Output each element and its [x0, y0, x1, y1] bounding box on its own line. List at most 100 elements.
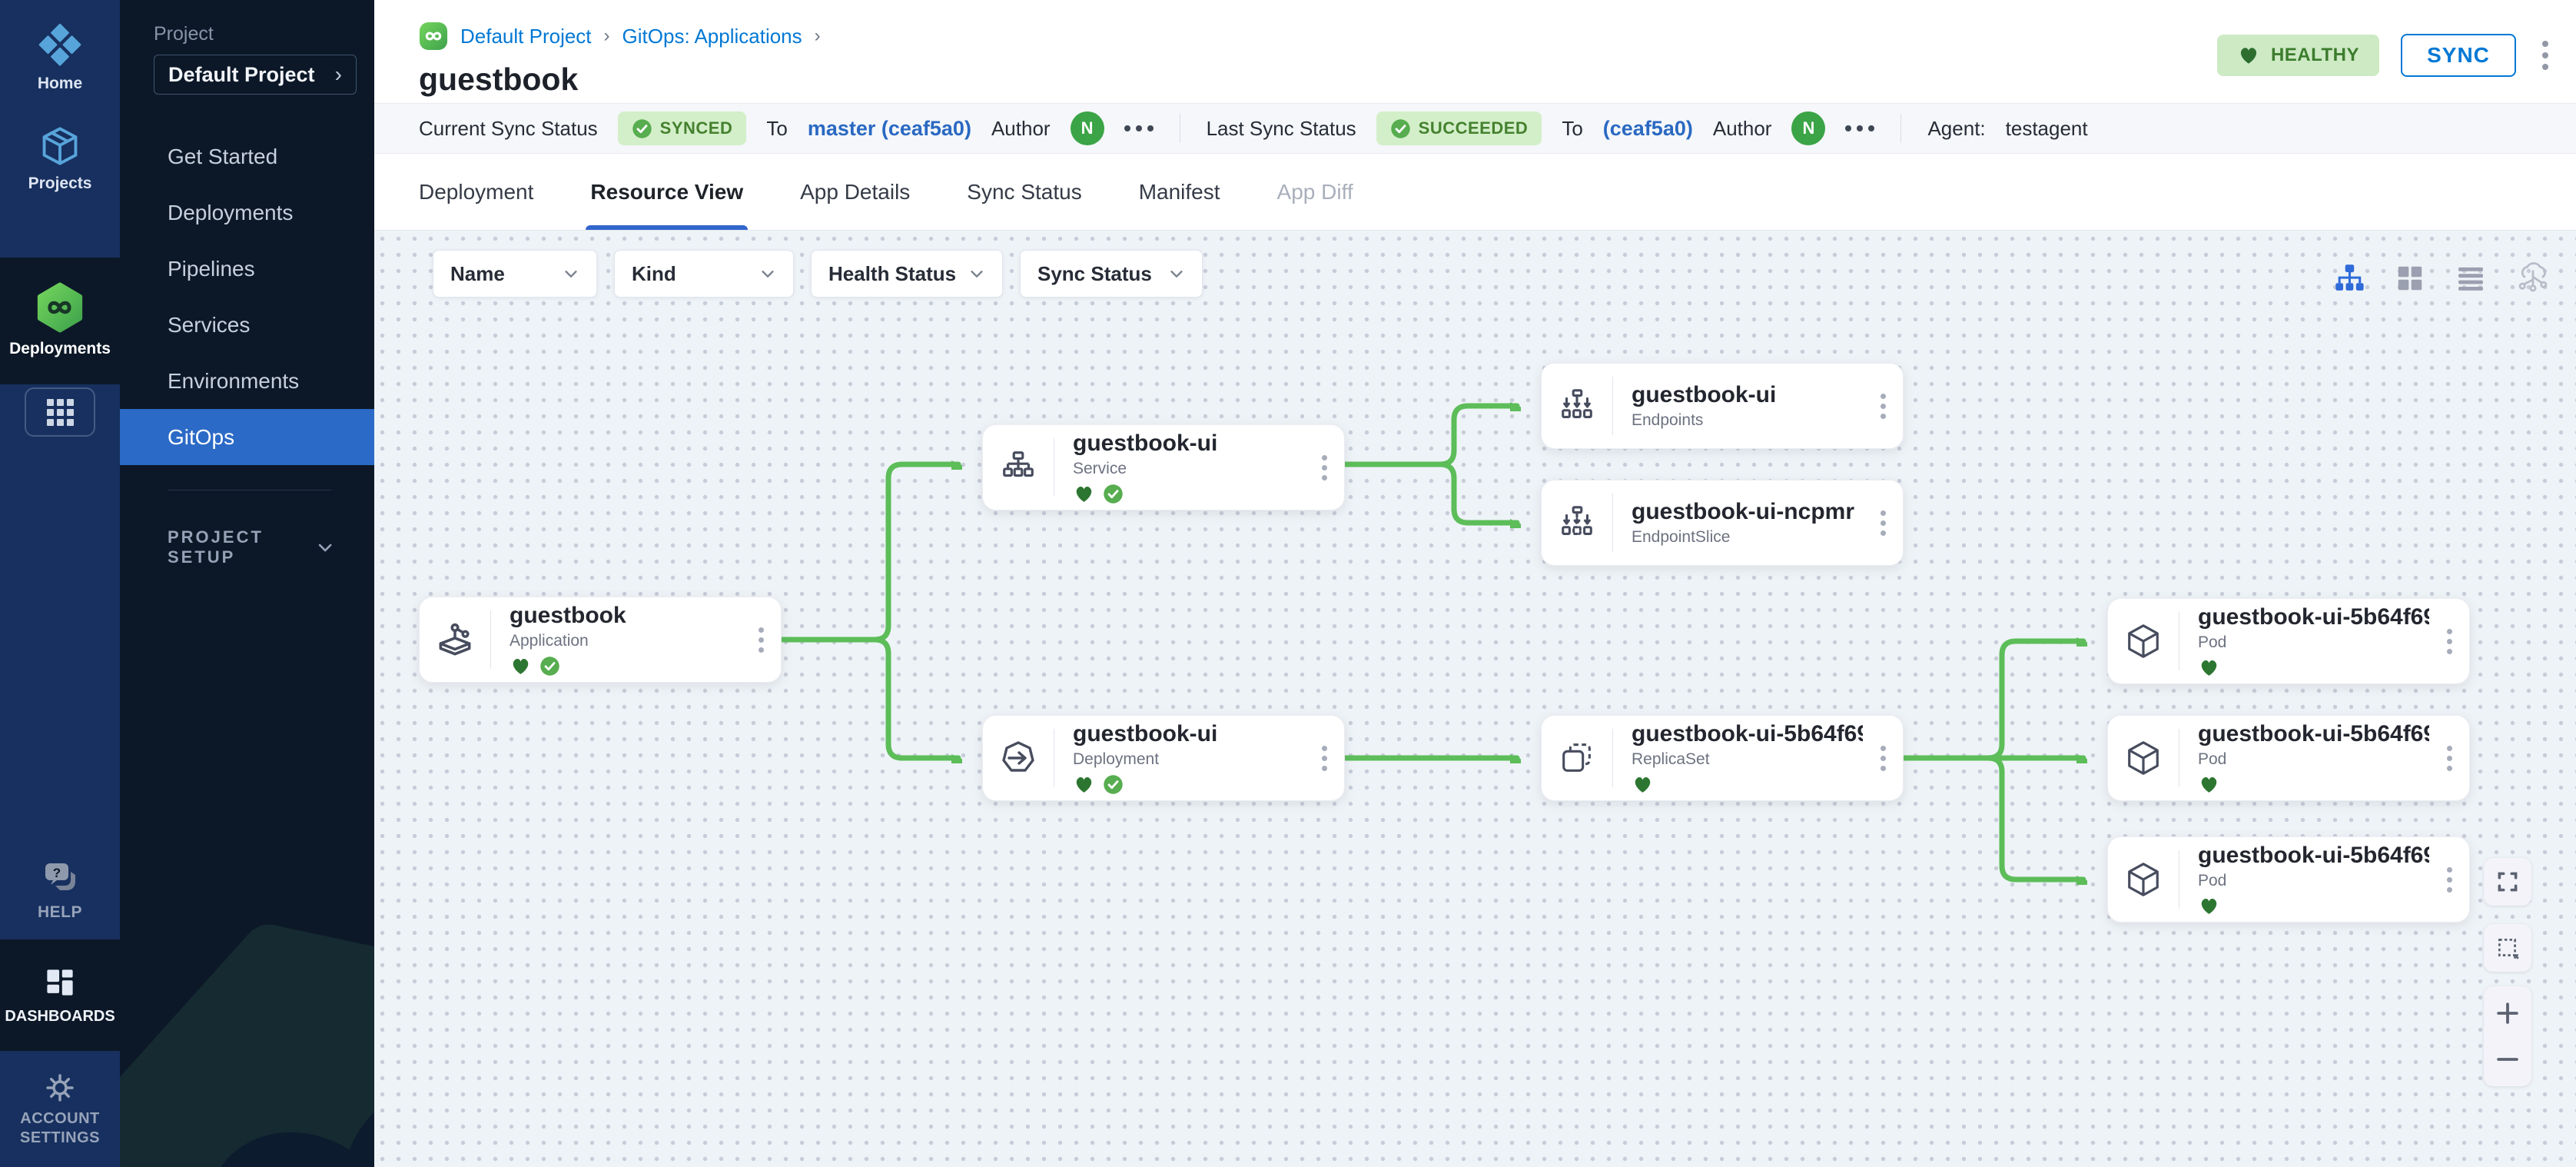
sync-status-filter-dropdown[interactable]: Sync Status [1020, 250, 1203, 298]
rail-account-label: ACCOUNT SETTINGS [19, 1110, 100, 1146]
sidebar-item-services[interactable]: Services [168, 312, 251, 337]
node-endpointslice[interactable]: guestbook-ui-ncpmr EndpointSlice [1541, 480, 1904, 566]
health-status-label: HEALTHY [2270, 45, 2359, 65]
node-pod-2[interactable]: guestbook-ui-5b64f6959... Pod [2107, 715, 2470, 801]
project-setup-toggle[interactable]: PROJECT SETUP [168, 527, 334, 567]
filter-bar: Name Kind Health Status Sync Status [433, 250, 1203, 298]
tab-sync-status[interactable]: Sync Status [967, 179, 1082, 204]
node-menu-button[interactable] [1304, 745, 1344, 771]
name-filter-dropdown[interactable]: Name [433, 250, 597, 298]
sidebar-item-pipelines[interactable]: Pipelines [168, 256, 255, 281]
node-divider [1612, 494, 1613, 552]
edge-application-service [778, 464, 958, 643]
breadcrumb-gitops-applications[interactable]: GitOps: Applications [622, 24, 802, 48]
chevron-down-icon [759, 265, 776, 282]
node-menu-button[interactable] [1863, 510, 1903, 536]
node-divider [490, 610, 491, 669]
kind-filter-dropdown[interactable]: Kind [614, 250, 794, 298]
health-status-filter-dropdown[interactable]: Health Status [811, 250, 1003, 298]
node-kind: Pod [2198, 871, 2227, 889]
rail-deployments-label: Deployments [9, 340, 111, 358]
commit-details-button[interactable] [1124, 125, 1154, 131]
healthy-heart-icon [1632, 773, 1654, 796]
chevron-right-icon: › [334, 62, 342, 86]
kind-filter-label: Kind [632, 261, 676, 285]
rail-dashboards-label: DASHBOARDS [5, 1008, 115, 1025]
module-rail: Home Projects Deployments HELP [0, 0, 120, 1167]
sidebar-item-environments[interactable]: Environments [168, 368, 300, 393]
endpoints-icon [1558, 387, 1596, 425]
node-pod-3[interactable]: guestbook-ui-5b64f6959... Pod [2107, 836, 2470, 923]
node-kind: Deployment [1073, 750, 1160, 768]
header-more-menu-button[interactable] [2538, 36, 2553, 75]
project-sidebar: Project Default Project › Get Started De… [120, 0, 374, 1167]
tree-view-button[interactable] [2332, 261, 2367, 296]
node-title: guestbook-ui [1073, 720, 1218, 746]
grid-view-button[interactable] [2393, 261, 2427, 295]
node-divider [1612, 729, 1613, 787]
grid-view-icon [2393, 261, 2427, 295]
commit-details-button[interactable] [1845, 125, 1875, 131]
resource-tree-canvas[interactable]: Name Kind Health Status Sync Status [374, 231, 2576, 1167]
node-menu-button[interactable] [1304, 454, 1344, 480]
marquee-select-icon [2495, 935, 2521, 961]
fullscreen-button[interactable] [2484, 858, 2531, 906]
node-title: guestbook-ui-5b64f69597 [1632, 720, 1863, 746]
node-deployment[interactable]: guestbook-ui Deployment [982, 715, 1345, 801]
last-sync-target-link[interactable]: (ceaf5a0) [1602, 116, 1693, 140]
node-menu-button[interactable] [1863, 393, 1903, 419]
node-replicaset[interactable]: guestbook-ui-5b64f69597 ReplicaSet [1541, 715, 1904, 801]
breadcrumb: Default Project › GitOps: Applications › [419, 22, 2576, 51]
tab-manifest[interactable]: Manifest [1138, 179, 1220, 204]
rail-item-home[interactable]: Home [36, 20, 84, 94]
zoom-out-button[interactable] [2493, 1045, 2522, 1074]
breadcrumb-default-project[interactable]: Default Project [460, 24, 592, 48]
check-circle-icon [632, 118, 652, 139]
node-menu-button[interactable] [2429, 628, 2469, 654]
deployment-icon [998, 738, 1038, 778]
project-setup-label: PROJECT SETUP [168, 527, 264, 567]
edge-service-endpointslice [1342, 461, 1517, 523]
node-title: guestbook-ui [1073, 430, 1218, 456]
node-kind: Application [510, 631, 589, 650]
node-application[interactable]: guestbook Application [419, 597, 782, 683]
tab-resource-view[interactable]: Resource View [586, 154, 748, 230]
sidebar-item-gitops[interactable]: GitOps [120, 409, 374, 465]
rail-item-dashboards[interactable]: DASHBOARDS [5, 964, 115, 1026]
service-icon [999, 448, 1037, 487]
node-pod-1[interactable]: guestbook-ui-5b64f6959... Pod [2107, 598, 2470, 684]
current-sync-target-link[interactable]: master (ceaf5a0) [807, 116, 971, 140]
name-filter-label: Name [450, 261, 505, 285]
healthy-heart-icon [2198, 895, 2220, 917]
rail-item-projects[interactable]: Projects [28, 125, 91, 194]
node-service[interactable]: guestbook-ui Service [982, 424, 1345, 510]
health-status-filter-label: Health Status [828, 261, 957, 285]
project-selector[interactable]: Default Project › [154, 55, 357, 95]
synced-badge: SYNCED [617, 111, 747, 145]
node-endpoints[interactable]: guestbook-ui Endpoints [1541, 363, 1904, 449]
rail-item-help[interactable]: HELP [38, 856, 82, 923]
rail-item-account-settings[interactable]: ACCOUNT SETTINGS [14, 1070, 106, 1148]
tab-app-details[interactable]: App Details [800, 179, 911, 204]
gear-icon [42, 1070, 78, 1105]
sidebar-item-deployments[interactable]: Deployments [168, 200, 294, 224]
author-avatar: N [1070, 111, 1104, 145]
network-view-button[interactable] [2515, 260, 2551, 297]
node-menu-button[interactable] [2429, 745, 2469, 771]
sync-button[interactable]: SYNC [2401, 34, 2516, 77]
node-menu-button[interactable] [1863, 745, 1903, 771]
sidebar-item-get-started[interactable]: Get Started [168, 144, 278, 168]
list-view-button[interactable] [2453, 261, 2488, 296]
tab-deployment[interactable]: Deployment [419, 179, 534, 204]
marquee-select-button[interactable] [2484, 924, 2531, 972]
pod-icon [2124, 860, 2163, 899]
zoom-in-button[interactable] [2493, 999, 2522, 1028]
endpointslice-icon [1558, 504, 1596, 542]
check-circle-icon [1390, 118, 1411, 139]
module-picker-button[interactable] [25, 387, 95, 437]
node-menu-button[interactable] [741, 627, 781, 653]
node-menu-button[interactable] [2429, 866, 2469, 893]
rail-item-deployments[interactable]: Deployments [9, 282, 111, 359]
current-sync-status-label: Current Sync Status [419, 116, 598, 140]
